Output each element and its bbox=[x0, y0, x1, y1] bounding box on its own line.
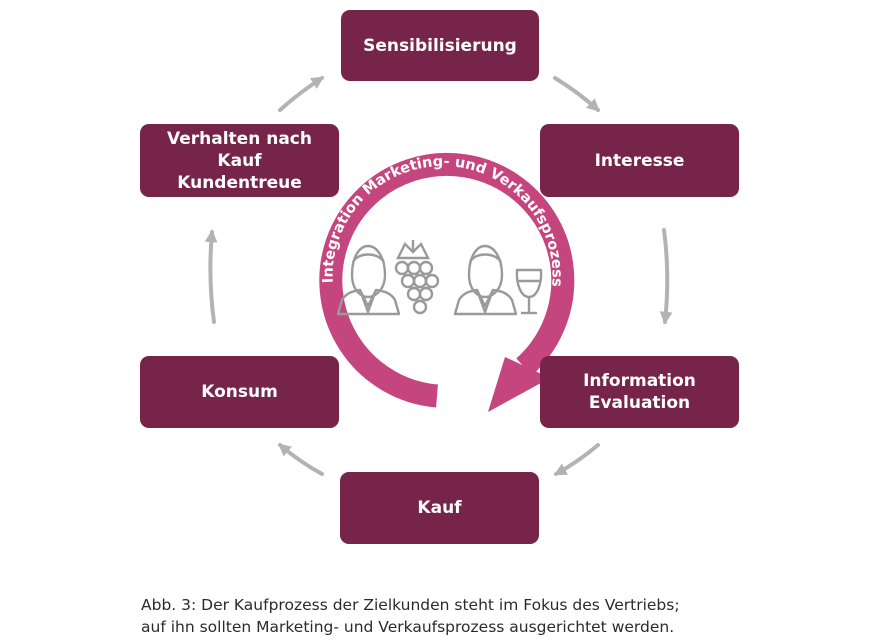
cycle-arrow-2 bbox=[659, 228, 673, 325]
step-label-line2: Kundentreue bbox=[177, 172, 302, 193]
grapes-icon bbox=[394, 240, 440, 315]
step-label: Sensibilisierung bbox=[363, 35, 517, 56]
caption-line-1: Abb. 3: Der Kaufprozess der Zielkunden s… bbox=[141, 596, 680, 614]
person-icon bbox=[453, 244, 518, 316]
cycle-arrow-3 bbox=[553, 443, 600, 476]
cycle-arrow-4 bbox=[278, 443, 324, 476]
step-konsum: Konsum bbox=[140, 356, 339, 428]
step-label: Interesse bbox=[594, 150, 685, 171]
step-label: Kauf bbox=[417, 498, 462, 518]
step-sensibilisierung: Sensibilisierung bbox=[341, 10, 539, 81]
person-icon bbox=[336, 244, 401, 316]
step-information-evaluation: Information Evaluation bbox=[540, 356, 739, 428]
step-verhalten-nach-kauf: Verhalten nach Kauf Kundentreue bbox=[140, 124, 339, 197]
step-interesse: Interesse bbox=[540, 124, 739, 197]
cycle-arrow-1 bbox=[553, 76, 600, 112]
figure-caption: Abb. 3: Der Kaufprozess der Zielkunden s… bbox=[141, 594, 841, 638]
step-label: Konsum bbox=[201, 382, 278, 402]
wine-glass-icon bbox=[515, 268, 543, 315]
cycle-arrow-5 bbox=[204, 229, 218, 324]
step-label-line1: Verhalten nach Kauf bbox=[167, 128, 312, 171]
step-label-line1: Information bbox=[583, 371, 696, 391]
step-kauf: Kauf bbox=[340, 472, 539, 544]
caption-line-2: auf ihn sollten Marketing- und Verkaufsp… bbox=[141, 618, 675, 636]
cycle-arrow-6 bbox=[278, 76, 325, 112]
step-label-line2: Evaluation bbox=[588, 393, 691, 413]
integration-ring bbox=[319, 152, 575, 412]
